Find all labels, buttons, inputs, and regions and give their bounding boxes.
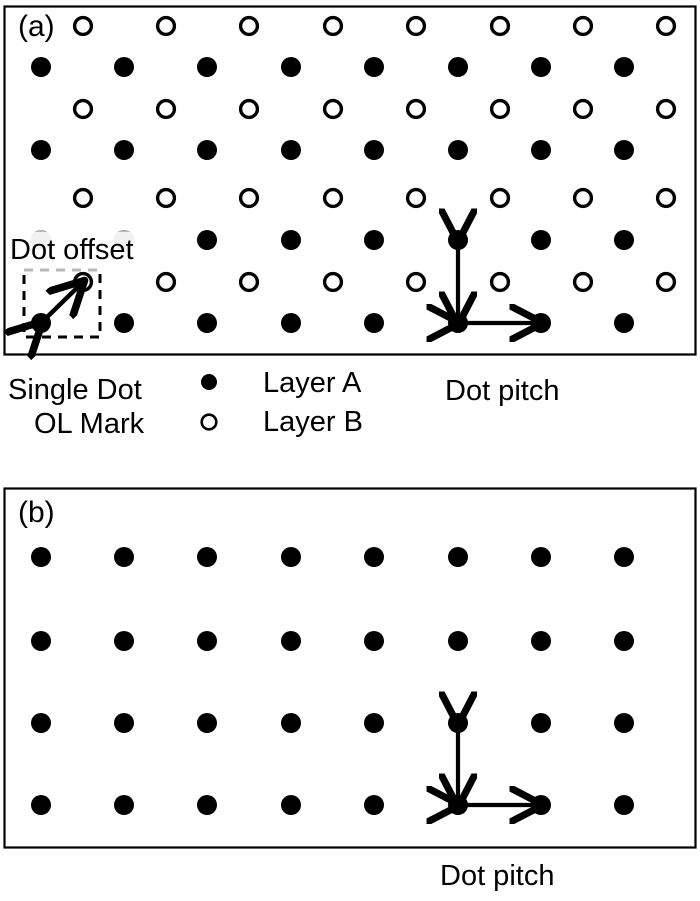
legend-mark-name-line1: Single Dot — [8, 374, 142, 406]
dot-offset-arrow — [41, 282, 83, 323]
panel-b-frame — [3, 487, 697, 849]
panel-a-label: (a) — [18, 10, 55, 43]
legend-marker-layer-b — [200, 413, 218, 431]
legend-marker-layer-a — [201, 374, 217, 390]
legend-mark-name-line2: OL Mark — [34, 408, 145, 440]
panel-a-dot-pitch-label: Dot pitch — [445, 375, 560, 407]
panel-a-dot-pitch-arrows — [458, 240, 541, 323]
panel-b-dot-pitch-label: Dot pitch — [440, 860, 555, 892]
dot-offset-label: Dot offset — [10, 234, 134, 266]
panel-b-layer-a-dots — [31, 547, 634, 815]
panel-b-dot-pitch-arrows — [458, 723, 541, 805]
legend-label-layer-a: Layer A — [263, 367, 362, 399]
legend-markers — [200, 374, 218, 431]
panel-a-layer-b-dots — [72, 15, 677, 293]
panel-b-label: (b) — [18, 496, 55, 529]
legend-label-layer-b: Layer B — [263, 406, 363, 438]
panel-a-frame — [3, 5, 697, 356]
dot-offset-label-plate — [6, 230, 174, 272]
